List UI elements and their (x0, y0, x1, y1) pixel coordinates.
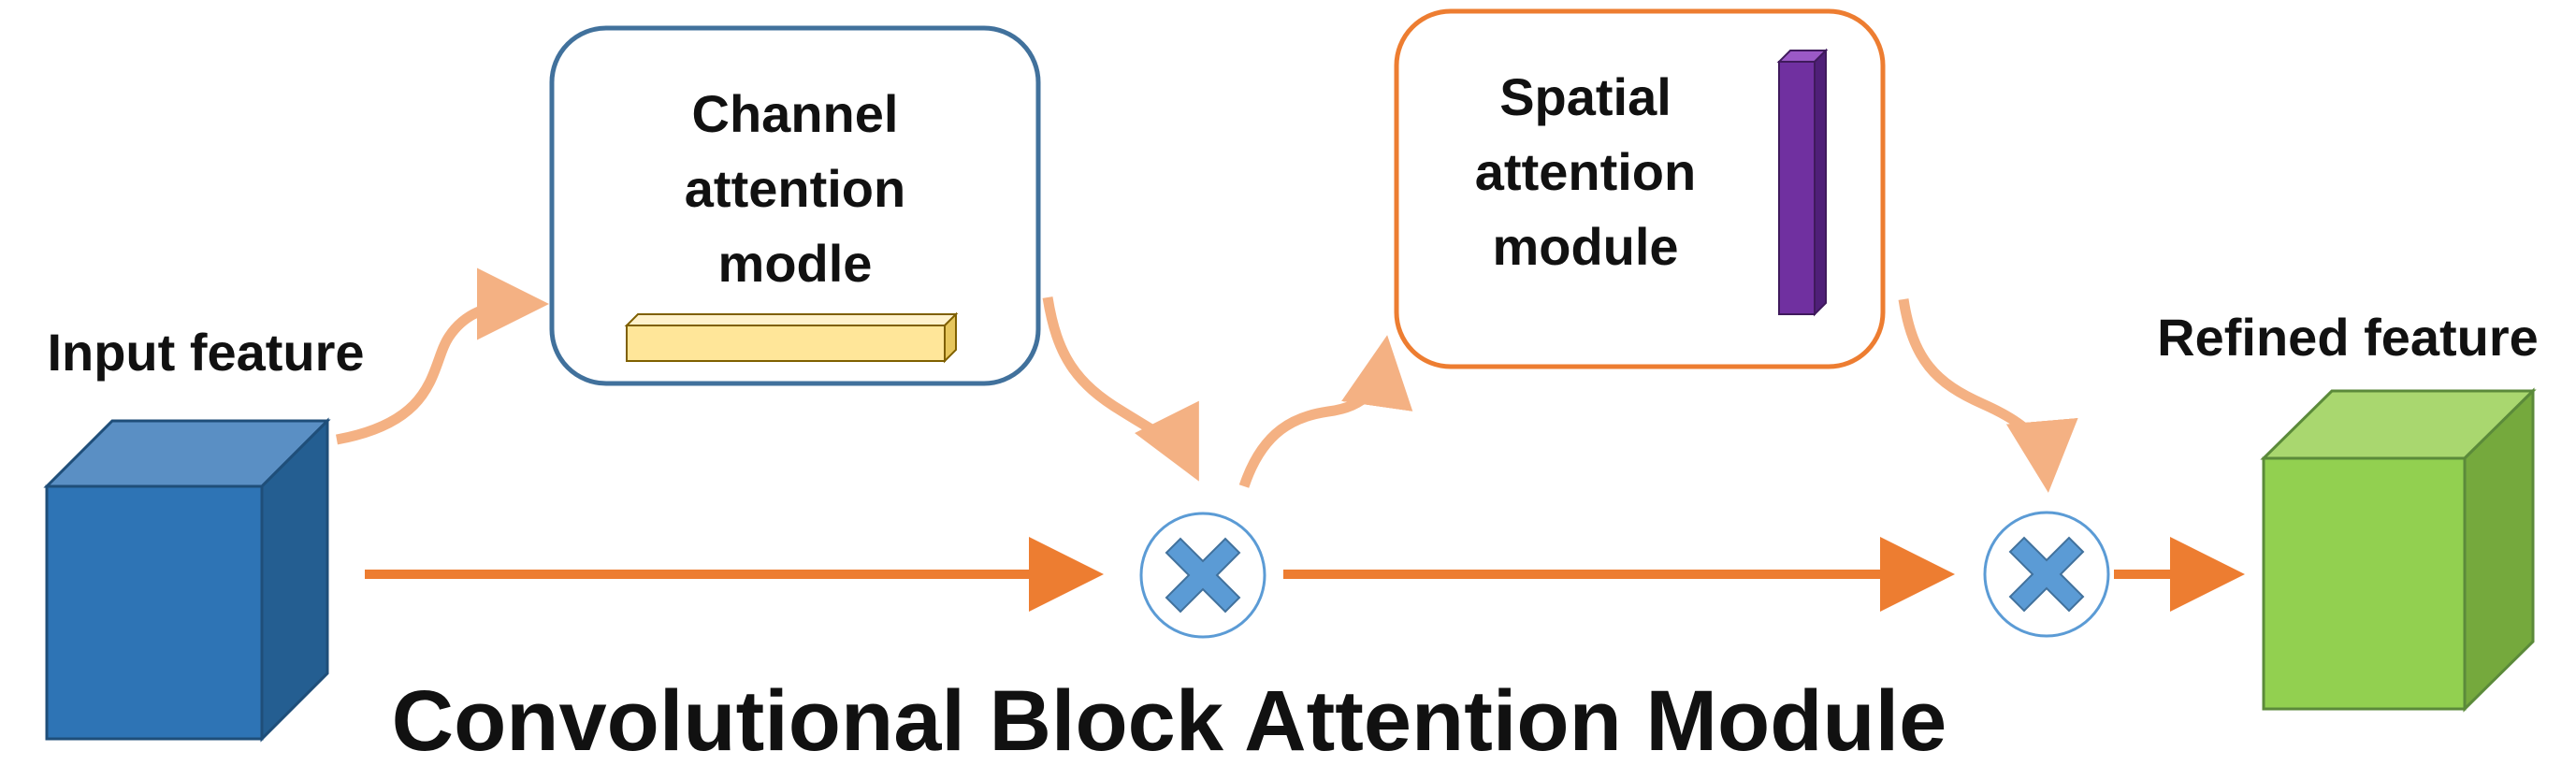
multiply-operator-1 (1139, 512, 1266, 639)
refined-feature-cube (2260, 387, 2537, 713)
channel-attention-label: Channel attention modle (599, 77, 991, 301)
spatial-label-line-1: Spatial (1499, 67, 1672, 126)
branch-arrow-input-to-channel (336, 267, 549, 445)
diagram-title: Convolutional Block Attention Module (391, 673, 1947, 769)
channel-label-line-1: Channel (691, 84, 899, 143)
multiply-icon (1165, 537, 1241, 614)
spatial-attention-bar (1776, 48, 1829, 317)
input-feature-cube (43, 417, 331, 743)
refined-feature-label: Refined feature (2157, 308, 2539, 367)
branch-arrow-channel-to-multiply1 (1042, 296, 1199, 482)
channel-attention-box (549, 25, 1041, 386)
multiply-operator-2 (1983, 511, 2110, 638)
channel-label-line-2: attention (684, 159, 906, 218)
spatial-attention-box (1394, 8, 1886, 369)
input-feature-label: Input feature (47, 323, 365, 382)
multiply-icon (2008, 536, 2085, 613)
channel-label-line-3: modle (717, 234, 873, 293)
channel-attention-bar (624, 311, 959, 364)
spatial-attention-label: Spatial attention module (1431, 60, 1740, 284)
branch-arrow-spatial-to-multiply2 (1898, 298, 2078, 493)
spatial-label-line-2: attention (1474, 142, 1697, 201)
branch-arrow-multiply1-to-spatial (1238, 335, 1413, 488)
spatial-label-line-3: module (1492, 217, 1679, 276)
